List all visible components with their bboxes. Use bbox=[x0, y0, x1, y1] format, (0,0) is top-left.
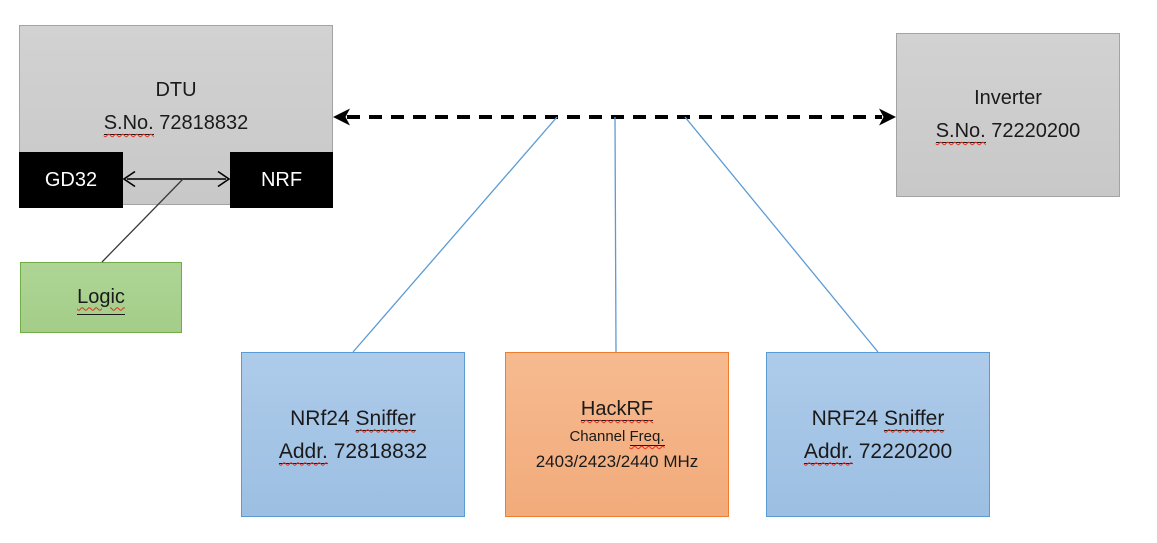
sniffer-right-type: NRF24 bbox=[811, 406, 879, 430]
dtu-serial-value: 72818832 bbox=[159, 112, 249, 134]
sniffer-left-line1: NRf24 Sniffer bbox=[290, 402, 416, 435]
inverter-title: Inverter bbox=[974, 87, 1042, 109]
nrf-label: NRF bbox=[260, 168, 303, 191]
sniffer-right-addr-label: Addr. bbox=[803, 439, 853, 464]
left-arrowhead-icon bbox=[333, 108, 350, 126]
gd32-label: GD32 bbox=[44, 168, 98, 191]
sniffer-left-word: Sniffer bbox=[355, 406, 416, 431]
hackrf-channel-line: Channel Freq. bbox=[569, 428, 665, 446]
sniffer-right-node: NRF24 Sniffer Addr. 72220200 bbox=[766, 352, 990, 517]
gd32-node: GD32 bbox=[19, 152, 123, 208]
hackrf-frequencies: 2403/2423/2440 MHz bbox=[535, 452, 699, 471]
sniffer-left-node: NRf24 Sniffer Addr. 72818832 bbox=[241, 352, 465, 517]
hackrf-node: HackRF Channel Freq. 2403/2423/2440 MHz bbox=[505, 352, 729, 517]
right-arrowhead-icon bbox=[879, 108, 896, 126]
inverter-serial-label: S.No. bbox=[935, 120, 986, 143]
inverter-serial: S.No. 72220200 bbox=[935, 115, 1081, 148]
hackrf-title: HackRF bbox=[580, 398, 654, 421]
inverter-serial-value: 72220200 bbox=[991, 120, 1081, 142]
sniffer-right-tap-line bbox=[684, 116, 879, 353]
dtu-serial-label: S.No. bbox=[103, 112, 154, 135]
sniffer-left-type: NRf24 bbox=[290, 406, 350, 430]
logic-label: Logic bbox=[77, 281, 125, 315]
sniffer-right-word: Sniffer bbox=[884, 406, 945, 431]
inverter-node: Inverter S.No. 72220200 bbox=[896, 33, 1120, 197]
nrf-node: NRF bbox=[230, 152, 333, 208]
sniffer-left-addr-label: Addr. bbox=[278, 439, 328, 464]
dtu-serial: S.No. 72818832 bbox=[103, 107, 249, 140]
sniffer-left-tap-line bbox=[352, 116, 558, 353]
logic-node: Logic bbox=[20, 262, 182, 333]
sniffer-right-line2: Addr. 72220200 bbox=[803, 435, 953, 468]
hackrf-tap-line bbox=[614, 116, 617, 353]
sniffer-right-line1: NRF24 Sniffer bbox=[812, 402, 945, 435]
dtu-title: DTU bbox=[155, 79, 197, 101]
sniffer-right-addr-value: 72220200 bbox=[858, 439, 953, 463]
sniffer-left-line2: Addr. 72818832 bbox=[278, 435, 428, 468]
sniffer-left-addr-value: 72818832 bbox=[333, 439, 428, 463]
